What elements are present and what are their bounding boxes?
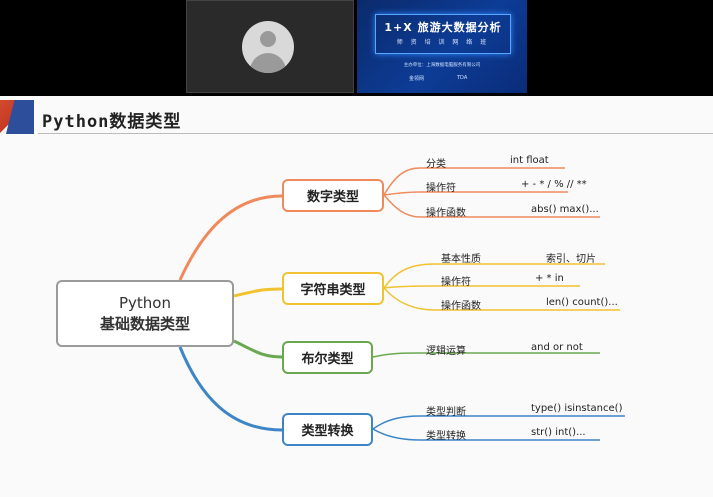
leaf-value: int float xyxy=(510,155,549,166)
user-avatar-icon xyxy=(242,21,294,73)
leaf-key: 分类 xyxy=(426,159,446,170)
leaf-key: 类型判断 xyxy=(426,407,466,418)
branch-string-types: 字符串类型 xyxy=(282,272,384,305)
connector-bool-1 xyxy=(372,352,600,358)
connector-num-1 xyxy=(383,167,565,196)
thumbnail-title-frame: 1+X 旅游大数据分析 师 资 培 训 网 络 班 xyxy=(375,14,511,54)
connector-conv-2 xyxy=(372,428,600,441)
shared-slide-thumbnail[interactable]: 1+X 旅游大数据分析 师 资 培 训 网 络 班 主办单位：上海数据电脑服务有… xyxy=(357,0,527,93)
leaf-value: + * in xyxy=(535,273,564,284)
thumbnail-logo-left: 金领网 xyxy=(409,76,425,82)
branch-type-conversion: 类型转换 xyxy=(282,413,373,446)
thumbnail-organizer: 主办单位：上海数据电脑服务有限公司 xyxy=(403,63,481,68)
root-node: Python 基础数据类型 xyxy=(56,280,234,347)
video-strip: 1+X 旅游大数据分析 师 资 培 训 网 络 班 主办单位：上海数据电脑服务有… xyxy=(0,0,713,96)
leaf-key: 操作函数 xyxy=(441,301,481,312)
leaf-value: + - * / % // ** xyxy=(521,179,587,190)
presentation-slide: Python数据类型 Python 基础数据类型 xyxy=(0,96,713,497)
root-node-line2: 基础数据类型 xyxy=(99,314,190,333)
leaf-key: 逻辑运算 xyxy=(426,346,466,357)
connector-root-num xyxy=(178,194,283,281)
leaf-value: type() isinstance() xyxy=(531,403,623,414)
leaf-key: 类型转换 xyxy=(426,431,466,442)
leaf-key: 操作函数 xyxy=(426,208,466,219)
thumbnail-subtitle: 师 资 培 训 网 络 班 xyxy=(396,39,490,46)
mind-map-connectors xyxy=(178,167,625,441)
leaf-key: 操作符 xyxy=(426,183,456,194)
leaf-key: 操作符 xyxy=(441,277,471,288)
connector-root-conv xyxy=(178,346,283,432)
leaf-value: 索引、切片 xyxy=(546,254,596,265)
leaf-value: str() int()... xyxy=(531,427,586,438)
connector-conv-1 xyxy=(372,415,625,430)
leaf-value: len() count()... xyxy=(546,297,618,308)
leaf-value: abs() max()... xyxy=(531,204,599,215)
leaf-value: and or not xyxy=(531,342,583,353)
connector-str-2 xyxy=(383,285,580,289)
title-divider xyxy=(38,133,713,134)
connector-root-str xyxy=(233,287,283,298)
participant-video-tile[interactable] xyxy=(186,0,354,93)
thumbnail-title: 1+X 旅游大数据分析 xyxy=(384,21,502,34)
connector-root-bool xyxy=(233,339,283,359)
slide-title: Python数据类型 xyxy=(42,112,182,132)
slide-title-bar: Python数据类型 xyxy=(0,100,713,134)
branch-number-types: 数字类型 xyxy=(282,179,384,212)
root-node-line1: Python xyxy=(119,293,171,312)
connector-num-2 xyxy=(383,191,568,196)
connector-str-3 xyxy=(383,287,620,311)
leaf-key: 基本性质 xyxy=(441,254,481,265)
connector-num-3 xyxy=(383,194,600,218)
thumbnail-logo-right: TDA xyxy=(457,75,468,81)
branch-boolean-type: 布尔类型 xyxy=(282,341,373,374)
connector-str-1 xyxy=(383,263,605,289)
